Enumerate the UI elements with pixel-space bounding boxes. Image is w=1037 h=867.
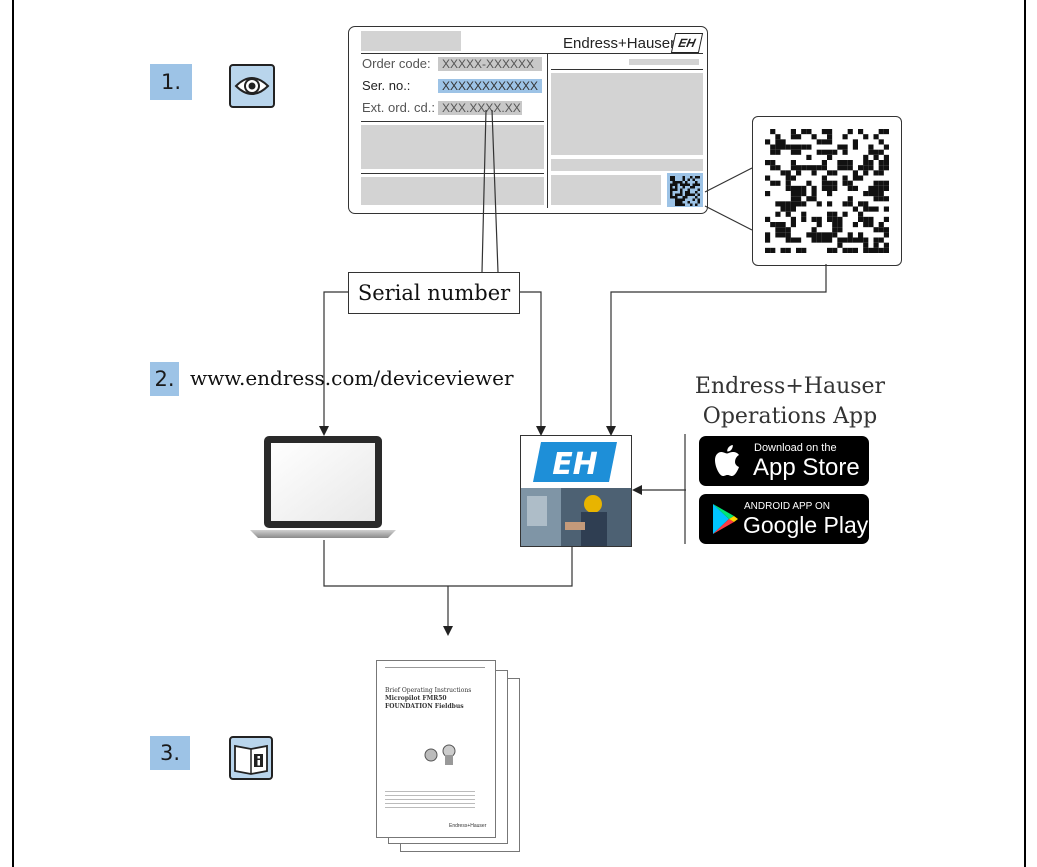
doc-rule [385, 667, 485, 668]
nameplate-header-block [361, 31, 461, 51]
laptop-icon [248, 434, 398, 542]
device-viewer-url[interactable]: www.endress.com/deviceviewer [190, 366, 514, 390]
nameplate-line [361, 173, 544, 174]
qr-code [752, 116, 902, 266]
apple-icon [715, 445, 739, 476]
nameplate-block [629, 59, 699, 65]
step-1-badge: 1. [150, 64, 192, 100]
app-store-button[interactable]: Download on the App Store [699, 436, 869, 486]
page-frame-left [12, 0, 14, 867]
serial-no-label: Ser. no.: [362, 78, 411, 93]
doc-product-image [424, 744, 456, 765]
eye-icon [229, 64, 275, 108]
nameplate-vdivider [547, 53, 548, 208]
nameplate-divider [361, 53, 703, 54]
app-store-big-text: App Store [753, 454, 860, 481]
documentation-icon [229, 736, 273, 780]
svg-text:EH: EH [552, 447, 598, 482]
doc-text: Brief Operating Instructions Micropilot … [385, 687, 485, 711]
page-frame-right [1024, 0, 1026, 867]
doc-title: Brief Operating Instructions [385, 687, 472, 694]
order-code-label: Order code: [362, 56, 431, 71]
step-2-badge: 2. [150, 362, 179, 396]
ext-ord-label: Ext. ord. cd.: [362, 100, 435, 115]
serial-number-label: Serial number [348, 272, 520, 314]
ext-ord-value: XXX.XXXX.XX [438, 101, 522, 115]
order-code-value: XXXXX-XXXXXX [438, 57, 542, 71]
app-logo-icon: EH [520, 435, 632, 547]
doc-product: Micropilot FMR50 [385, 695, 447, 702]
nameplate-line [551, 69, 703, 70]
doc-body-lines [385, 791, 475, 809]
nameplate-brand: Endress+Hauser [563, 35, 676, 52]
app-title-line1: Endress+Hauser [694, 374, 886, 399]
nameplate-block [551, 175, 661, 205]
google-play-small-text: ANDROID APP ON [744, 501, 830, 512]
app-photo [521, 488, 631, 546]
nameplate-block [361, 125, 544, 169]
google-play-icon [713, 504, 738, 534]
nameplate-qr-code [667, 173, 703, 207]
google-play-big-text: Google Play [743, 512, 869, 538]
nameplate: Endress+Hauser EH Order code: XXXXX-XXXX… [348, 26, 708, 214]
nameplate-block [361, 177, 544, 205]
google-play-button[interactable]: ANDROID APP ON Google Play [699, 494, 869, 544]
nameplate-block [551, 73, 703, 155]
nameplate-block [551, 159, 703, 171]
app-title: Endress+Hauser Operations App [690, 372, 890, 432]
doc-brand: Endress+Hauser [449, 823, 487, 829]
nameplate-line [361, 121, 544, 122]
app-store-small-text: Download on the [754, 442, 837, 454]
step-3-badge: 3. [150, 736, 190, 770]
document-page-front: Brief Operating Instructions Micropilot … [376, 660, 496, 838]
app-title-line2: Operations App [702, 404, 878, 429]
serial-no-value: XXXXXXXXXXXX [438, 79, 542, 93]
doc-protocol: FOUNDATION Fieldbus [385, 703, 464, 710]
